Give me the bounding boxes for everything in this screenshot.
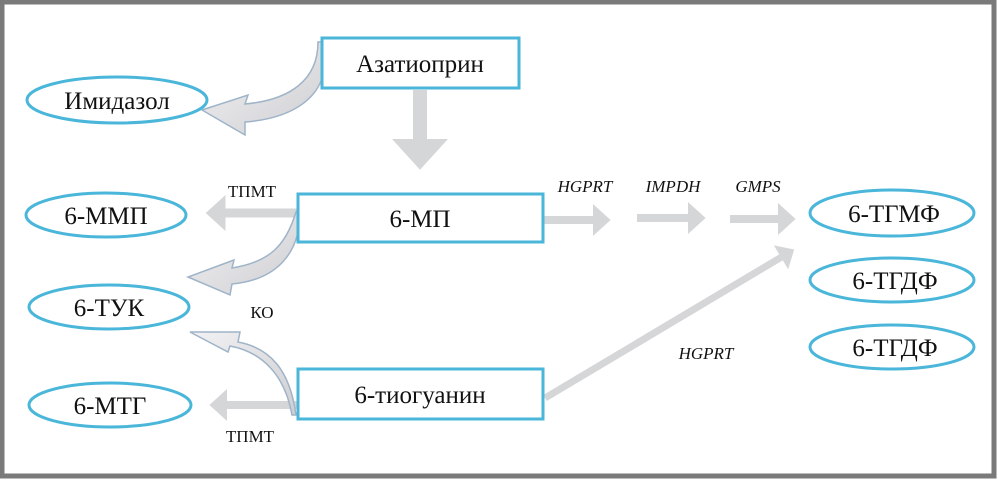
curved-arrow-aza-to-imidazole: [200, 41, 326, 137]
enzyme-label-hgprt-top: HGPRT: [557, 177, 614, 196]
curved-arrow-mp-to-tuk: [185, 211, 301, 297]
node-label: 6-ТГДФ: [852, 335, 937, 362]
node-label: 6-ММП: [64, 203, 147, 230]
node-label: 6-ТУК: [74, 295, 145, 322]
node-label: 6-МТГ: [74, 393, 147, 420]
enzyme-label-impdh: IMPDH: [645, 177, 702, 196]
node-tgdp-2: 6-ТГДФ: [808, 323, 976, 371]
node-label: 6-МП: [389, 206, 450, 233]
node-mmp: 6-ММП: [24, 191, 188, 239]
arrow-tg-to-tgmp: [543, 245, 795, 402]
curved-arrow-tg-to-tuk: [189, 331, 297, 416]
node-tgmp: 6-ТГМФ: [808, 188, 976, 238]
node-tuk: 6-ТУК: [27, 283, 191, 331]
node-azathioprine: Азатиоприн: [320, 36, 521, 90]
node-label: Азатиоприн: [356, 51, 484, 78]
node-imidazole: Имидазол: [25, 75, 209, 125]
node-label: 6-ТГМФ: [848, 201, 940, 228]
enzyme-label-hgprt-diag: HGPRT: [678, 344, 735, 363]
node-mtg: 6-МТГ: [27, 381, 193, 429]
enzyme-label-tpmt-bottom: ТПМТ: [226, 427, 275, 446]
enzyme-label-tpmt-top: ТПМТ: [228, 182, 277, 201]
node-label: 6-ТГДФ: [852, 268, 937, 295]
arrows: [205, 90, 796, 421]
node-label: Имидазол: [64, 88, 169, 115]
enzyme-label-gmps: GMPS: [735, 177, 781, 196]
curved-arrows: [185, 41, 326, 416]
node-mp: 6-МП: [296, 192, 545, 244]
node-thioguanine: 6-тиогуанин: [296, 367, 545, 421]
node-label: 6-тиогуанин: [354, 382, 485, 409]
node-tgdp-1: 6-ТГДФ: [808, 256, 976, 304]
enzyme-label-ko: КО: [250, 303, 273, 322]
